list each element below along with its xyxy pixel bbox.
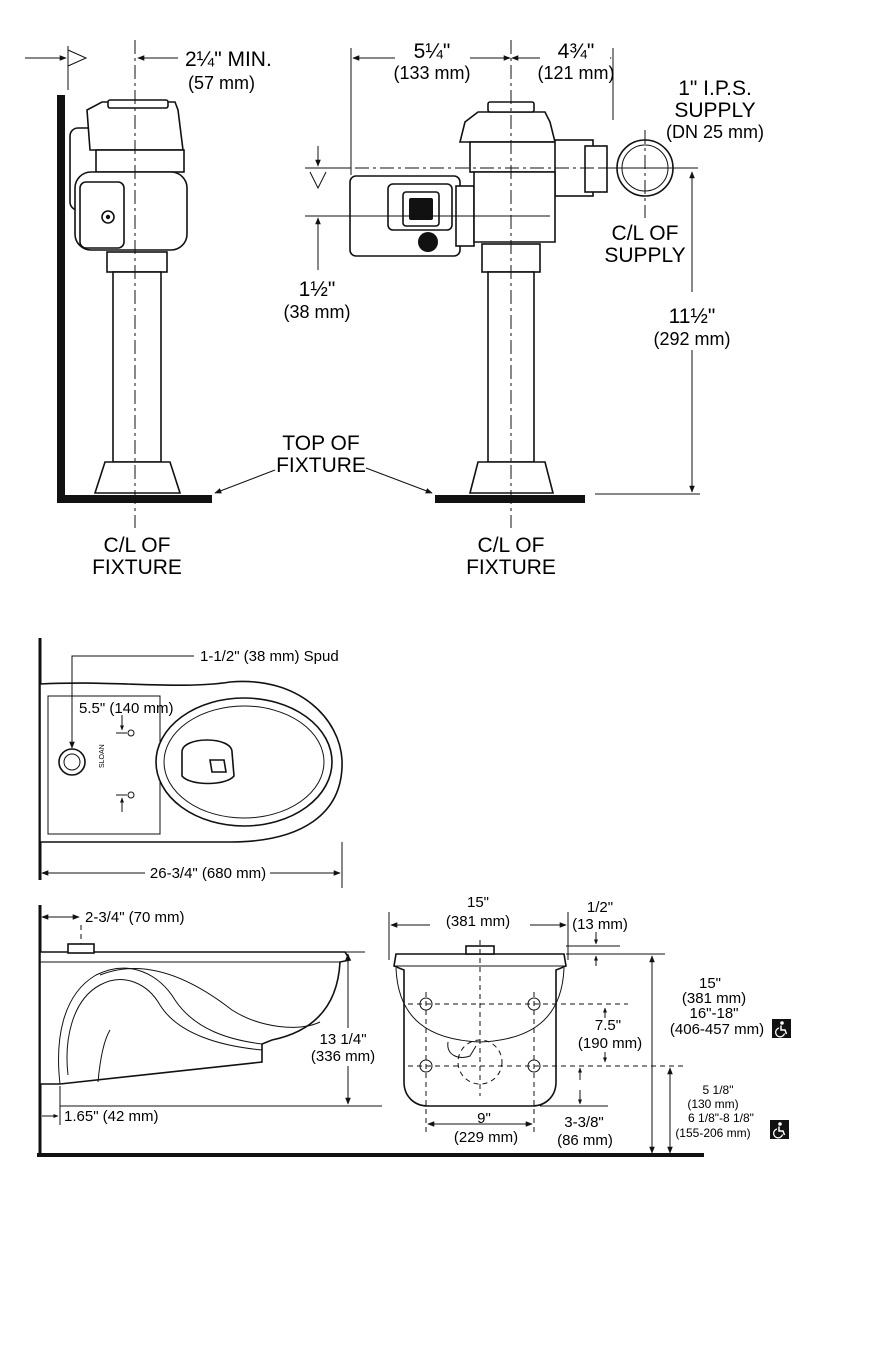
supply-offset-mm: (121 mm) [537,63,614,83]
cl-supply-label-1: C/L OF [612,222,679,245]
bowl-width-mm: (381 mm) [446,913,510,930]
sensor-height-dim: 1½" [299,278,336,301]
fixture-cl-label-1: C/L OF [104,534,171,557]
spud-side [67,943,95,954]
bowl-height-label: 13 1/4" [319,1031,366,1048]
wheelchair-icon [770,1120,789,1139]
bowl-front-view: 15" (381 mm) 1/2" (13 mm) 7.5" (190 mm) … [388,894,791,1154]
wheelchair-icon [772,1019,791,1038]
carrier-height-label: 5 1/8" [703,1083,734,1097]
supply-height-dim: 11½" [669,305,716,328]
cl-supply-label-2: SUPPLY [604,244,685,267]
rim-dim-mm: (13 mm) [572,916,628,933]
sensor-height-mm: (38 mm) [284,302,351,322]
wall [57,95,65,503]
bottom-offset-label: 1.65" (42 mm) [64,1108,159,1125]
flush-valve-front-view: 5¼" (133 mm) 4¾" (121 mm) 1" I.P.S. SUPP… [284,36,764,579]
fixture-cl-label-2: FIXTURE [92,556,182,579]
carrier-height-mm: (130 mm) [687,1097,738,1111]
hole-spacing-mm: (229 mm) [454,1129,518,1146]
flush-tube [112,271,162,463]
valve-cap-front [458,111,557,143]
left-offset-mm: (133 mm) [393,63,470,83]
ada-carrier-height-label: 6 1/8"-8 1/8" [688,1111,754,1125]
supply-label-1: 1" I.P.S. [678,77,752,100]
ada-rim-height-mm: (406-457 mm) [670,1021,764,1038]
rim-height-mm: (381 mm) [682,990,746,1007]
ada-rim-height-label: 16"-18" [689,1005,738,1022]
fixture-cl-front-label-2: FIXTURE [466,556,556,579]
sensor-window-icon [409,198,433,220]
hole-vertical-label: 7.5" [595,1017,621,1034]
fixture-top-line-right [435,495,585,503]
rim-dim-label: 1/2" [587,899,613,916]
override-button-front-icon [418,232,438,252]
spud-icon [58,748,86,776]
brand-mark: SLOAN [99,744,106,768]
bottom-dim-label: 3-3/8" [564,1114,604,1131]
top-of-fixture-label-1: TOP OF [282,432,359,455]
top-of-fixture-label-2: FIXTURE [276,454,366,477]
bowl-outline-side [39,951,352,1085]
supply-label-3: (DN 25 mm) [666,122,764,142]
spud-offset-label: 2-3/4" (70 mm) [85,909,185,926]
supply-height-mm: (292 mm) [653,329,730,349]
wall-clearance-mm: (57 mm) [188,73,255,93]
wall-clearance-label: 2¼" MIN. [185,48,272,71]
hole-vertical-mm: (190 mm) [578,1035,642,1052]
rim-height-label: 15" [699,975,721,992]
ada-carrier-height-mm: (155-206 mm) [675,1126,750,1140]
bowl-length-label: 26-3/4" (680 mm) [150,865,266,882]
left-offset-dim: 5¼" [414,40,451,63]
supply-label-2: SUPPLY [674,99,755,122]
top-of-fixture-callout: TOP OF FIXTURE [214,432,433,494]
spud-label: 1-1/2" (38 mm) Spud [200,648,339,665]
bowl-width-label: 15" [467,894,489,911]
bolt-spacing-label: 5.5" (140 mm) [79,700,174,717]
spud-coupling [93,461,182,494]
drain-outlet [181,739,235,785]
hole-spacing-label: 9" [477,1110,491,1127]
supply-offset-dim: 4¾" [558,40,595,63]
bowl-top-view: SLOAN 5.5" (140 mm) 1-1/2" (38 mm) Spud … [38,638,343,888]
bowl-rim-top [155,697,333,827]
bowl-side-view: 2-3/4" (70 mm) 13 1/4" (336 mm) 1.65" (4… [37,905,704,1157]
fixture-cl-front-label-1: C/L OF [478,534,545,557]
bottom-dim-mm: (86 mm) [557,1132,613,1149]
bowl-height-mm: (336 mm) [311,1048,375,1065]
flush-valve-side-view: 2¼" MIN. (57 mm) C/L OF FIXTURE [25,40,272,579]
